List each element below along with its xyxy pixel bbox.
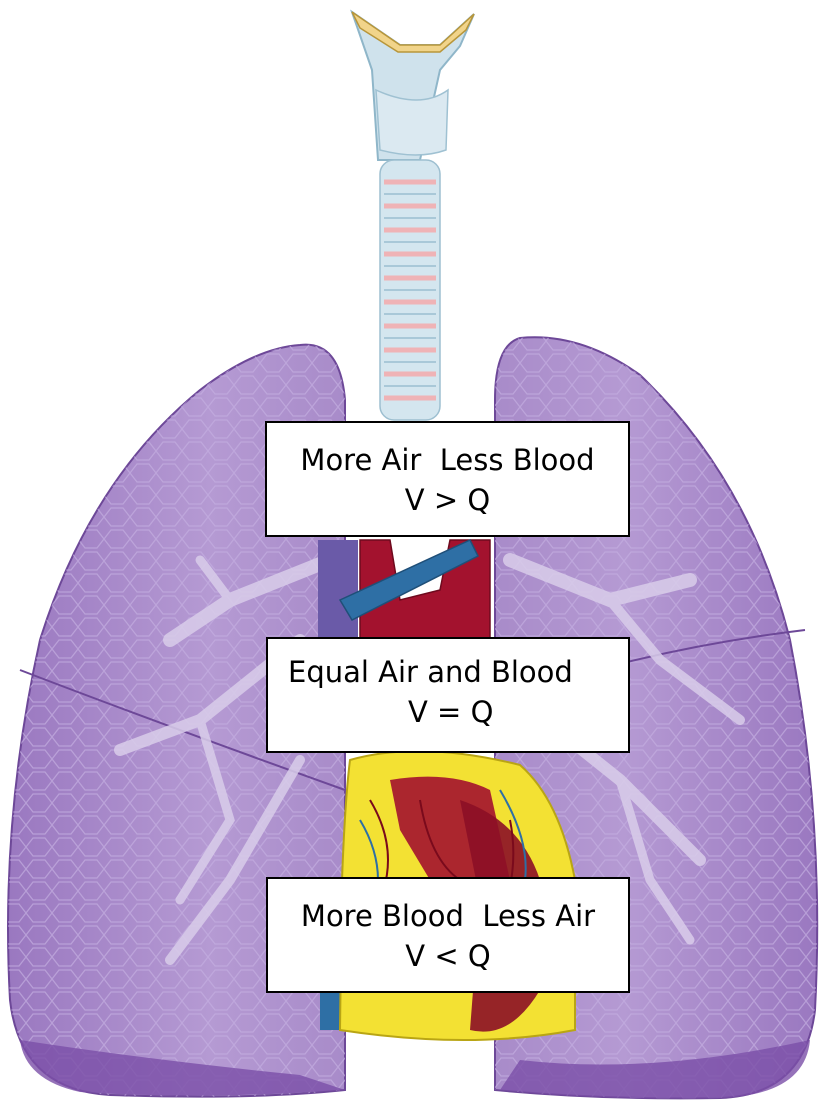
trachea: [352, 12, 474, 420]
label-top-line2: V > Q: [267, 480, 628, 520]
ventilation-perfusion-label-bottom: More Blood Less Air V < Q: [266, 877, 630, 993]
label-bottom-line2: V < Q: [268, 936, 628, 976]
ventilation-perfusion-label-top: More Air Less Blood V > Q: [265, 421, 630, 537]
ventilation-perfusion-label-middle: Equal Air and Blood V = Q: [266, 637, 630, 753]
label-middle-line2: V = Q: [268, 692, 628, 732]
label-top-line1: More Air Less Blood: [267, 440, 628, 480]
label-middle-line1: Equal Air and Blood: [268, 652, 628, 692]
label-bottom-line1: More Blood Less Air: [268, 896, 628, 936]
